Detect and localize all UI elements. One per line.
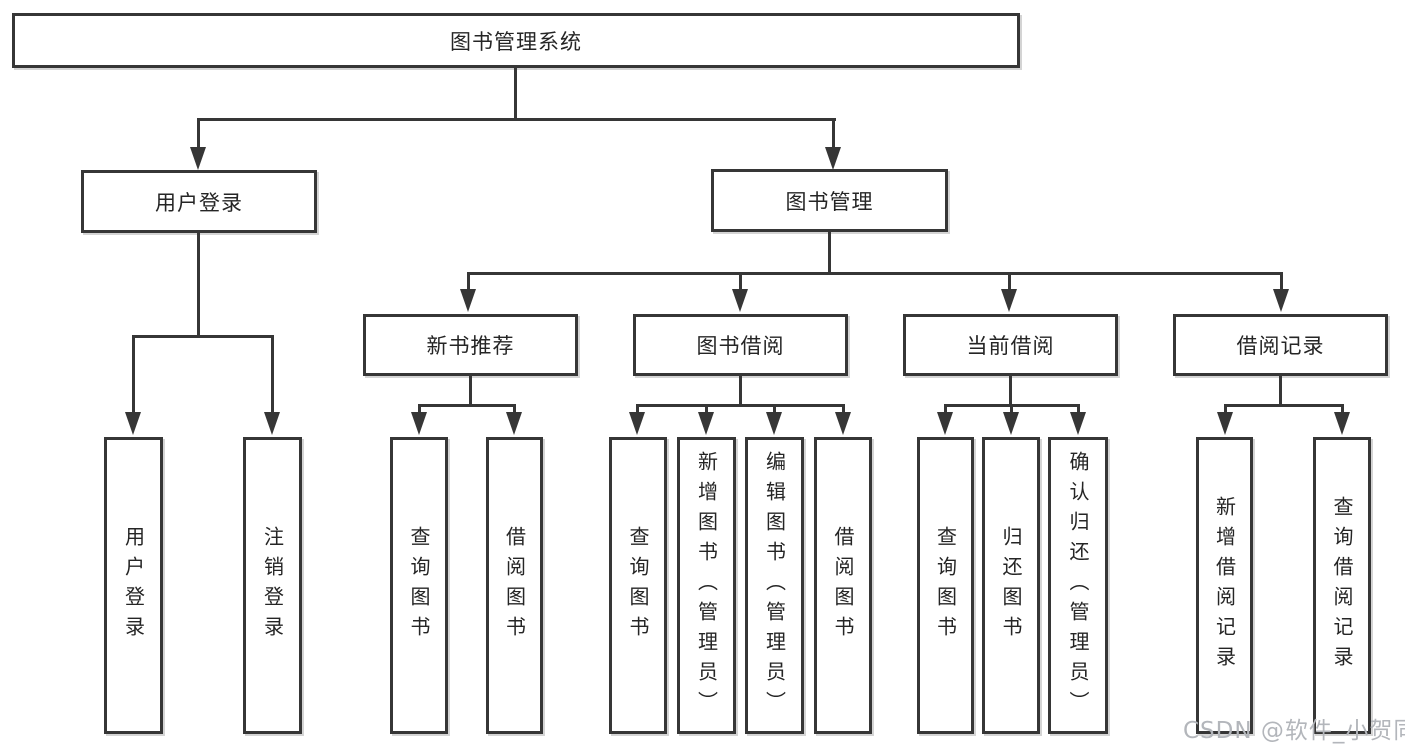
connector-line xyxy=(705,404,708,415)
arrow-down-icon xyxy=(1334,412,1350,435)
connector-line xyxy=(1008,272,1011,292)
node-label: 注销登录 xyxy=(260,525,285,646)
connector-line xyxy=(197,118,836,121)
node-label: 用户登录 xyxy=(155,190,243,215)
node-add-borrow-record-leaf: 新增借阅记录 xyxy=(1196,437,1253,734)
node-label: 借阅图书 xyxy=(831,525,855,646)
connector-line xyxy=(1077,404,1080,415)
connector-line xyxy=(1224,404,1227,415)
arrow-down-icon xyxy=(411,412,427,435)
node-book-borrowing: 图书借阅 xyxy=(633,314,848,376)
connector-line xyxy=(467,272,1282,275)
node-borrow-books-borrowing-leaf: 借阅图书 xyxy=(814,437,872,734)
connector-line xyxy=(1280,272,1283,292)
node-user-login: 用户登录 xyxy=(81,170,317,233)
node-user-login-leaf: 用户登录 xyxy=(104,437,163,734)
connector-line xyxy=(197,118,200,151)
node-label: 编辑图书（管理员） xyxy=(762,450,787,721)
node-edit-book-admin-leaf: 编辑图书（管理员） xyxy=(745,437,804,734)
node-label: 查询图书 xyxy=(933,525,958,646)
node-label: 用户登录 xyxy=(121,525,146,646)
node-label: 查询图书 xyxy=(626,525,650,646)
node-search-borrow-record-leaf: 查询借阅记录 xyxy=(1313,437,1371,734)
arrow-down-icon xyxy=(506,412,522,435)
node-logout-leaf: 注销登录 xyxy=(243,437,302,734)
arrow-down-icon xyxy=(1070,412,1086,435)
arrow-down-icon xyxy=(1273,289,1289,312)
connector-line xyxy=(842,404,845,415)
connector-line xyxy=(739,375,742,406)
node-label: 借阅记录 xyxy=(1236,334,1325,358)
node-search-books-current-leaf: 查询图书 xyxy=(917,437,974,734)
connector-line xyxy=(773,404,776,415)
node-label: 归还图书 xyxy=(999,525,1023,646)
connector-line xyxy=(418,404,515,407)
connector-line xyxy=(271,335,274,415)
node-label: 图书借阅 xyxy=(696,334,785,358)
arrow-down-icon xyxy=(125,412,141,435)
connector-line xyxy=(944,404,947,415)
node-return-books-leaf: 归还图书 xyxy=(982,437,1040,734)
arrow-down-icon xyxy=(825,147,841,170)
arrow-down-icon xyxy=(1217,412,1233,435)
arrow-down-icon xyxy=(190,147,206,170)
arrow-down-icon xyxy=(460,289,476,312)
node-search-books-recommend-leaf: 查询图书 xyxy=(390,437,448,734)
node-confirm-return-admin-leaf: 确认归还（管理员） xyxy=(1048,437,1108,734)
connector-line xyxy=(832,118,835,151)
connector-line xyxy=(1279,375,1282,406)
connector-line xyxy=(469,375,472,406)
csdn-watermark: CSDN @软件_小贺同学 xyxy=(1183,718,1405,744)
connector-line xyxy=(1010,404,1013,415)
node-label: 新书推荐 xyxy=(426,334,515,358)
arrow-down-icon xyxy=(1003,412,1019,435)
node-add-book-admin-leaf: 新增图书（管理员） xyxy=(677,437,736,734)
node-library-management-system: 图书管理系统 xyxy=(12,13,1020,68)
connector-line xyxy=(636,404,844,407)
connector-line xyxy=(739,272,742,292)
connector-line xyxy=(514,66,517,119)
arrow-down-icon xyxy=(629,412,645,435)
connector-line xyxy=(828,231,831,274)
arrow-down-icon xyxy=(732,289,748,312)
node-borrow-books-recommend-leaf: 借阅图书 xyxy=(486,437,543,734)
connector-line xyxy=(418,404,421,415)
node-label: 查询借阅记录 xyxy=(1330,495,1354,676)
connector-line xyxy=(1224,404,1343,407)
connector-line xyxy=(467,272,470,292)
arrow-down-icon xyxy=(766,412,782,435)
node-borrowing-records: 借阅记录 xyxy=(1173,314,1388,376)
connector-line xyxy=(636,404,639,415)
connector-line xyxy=(132,335,135,415)
node-label: 图书管理 xyxy=(785,189,874,214)
connector-line xyxy=(1009,375,1012,406)
node-current-borrowing: 当前借阅 xyxy=(903,314,1118,376)
connector-line xyxy=(513,404,516,415)
node-search-books-borrowing-leaf: 查询图书 xyxy=(609,437,667,734)
node-label: 当前借阅 xyxy=(966,334,1055,358)
arrow-down-icon xyxy=(937,412,953,435)
node-label: 新增图书（管理员） xyxy=(694,450,719,721)
arrow-down-icon xyxy=(264,412,280,435)
node-book-management: 图书管理 xyxy=(711,169,948,232)
arrow-down-icon xyxy=(835,412,851,435)
node-label: 确认归还（管理员） xyxy=(1066,450,1090,721)
node-new-book-recommendation: 新书推荐 xyxy=(363,314,578,376)
connector-line xyxy=(1341,404,1344,415)
node-label: 图书管理系统 xyxy=(450,29,582,54)
connector-line xyxy=(132,335,273,338)
node-label: 新增借阅记录 xyxy=(1212,495,1237,676)
arrow-down-icon xyxy=(1001,289,1017,312)
node-label: 查询图书 xyxy=(407,525,431,646)
node-label: 借阅图书 xyxy=(502,525,527,646)
connector-line xyxy=(197,232,200,337)
arrow-down-icon xyxy=(698,412,714,435)
